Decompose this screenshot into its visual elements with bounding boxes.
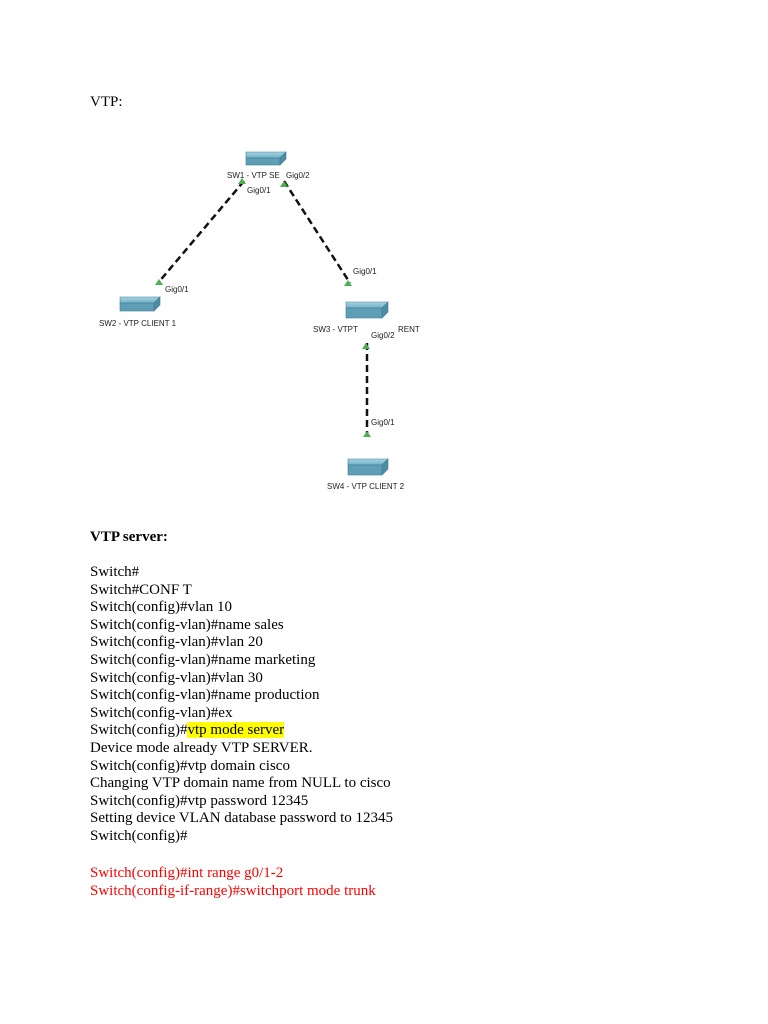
sw1-label: SW1 - VTP SE [227, 171, 280, 180]
switch-sw1-icon [245, 151, 287, 166]
sw1-port-gig01: Gig0/1 [247, 186, 271, 195]
cli-line: Switch(config-vlan)#name production [90, 687, 320, 704]
network-topology-diagram: SW1 - VTP SE Gig0/2 Gig0/1 Gig0/1 SW2 - … [99, 151, 420, 491]
sw4-port-gig01: Gig0/1 [371, 418, 395, 427]
cli-line: Switch# [90, 564, 140, 580]
highlighted-command: vtp mode server [187, 722, 285, 739]
link-up-icon [362, 343, 370, 349]
link-status-indicators [155, 178, 371, 437]
sw3-port-gig02: Gig0/2 [371, 331, 395, 340]
trunk-commands: Switch(config)#int range g0/1-2 Switch(c… [90, 865, 376, 900]
link-up-icon [363, 431, 371, 437]
sw3-port-gig01: Gig0/1 [353, 267, 377, 276]
switch-sw4-icon [347, 458, 389, 476]
cli-line: Switch(config)#vlan 10 [90, 599, 233, 616]
cli-line: Switch(config)#vtp domain cisco [90, 757, 290, 774]
cli-line: Switch(config)#vtp password 12345 [90, 792, 309, 809]
cli-line: Switch(config-vlan)#name sales [90, 616, 284, 633]
sw3-label: SW3 - VTPT [313, 325, 358, 334]
cli-output: Switch# Switch#CONF T Switch(config)#vla… [90, 564, 393, 846]
sw2-label: SW2 - VTP CLIENT 1 [99, 319, 177, 328]
sw4-label: SW4 - VTP CLIENT 2 [327, 482, 405, 491]
cli-line: Changing VTP domain name from NULL to ci… [90, 775, 391, 792]
cli-line-red: Switch(config)#int range g0/1-2 [90, 865, 284, 881]
link-sw1-sw3 [282, 180, 352, 284]
cli-line-red: Switch(config-if-range)#switchport mode … [90, 882, 376, 899]
sw1-port-gig02: Gig0/2 [286, 171, 310, 180]
cli-line: Device mode already VTP SERVER. [90, 739, 313, 756]
switch-sw3-icon [345, 301, 389, 319]
cli-line: Switch(config-vlan)#vlan 30 [90, 669, 263, 686]
cli-line: Setting device VLAN database password to… [90, 810, 393, 827]
switch-sw2-icon [119, 296, 161, 312]
section-heading: VTP server: [90, 529, 168, 545]
link-up-icon [155, 279, 163, 285]
cli-line-highlighted: Switch(config)#vtp mode server [90, 722, 393, 740]
cli-line: Switch(config-vlan)#name marketing [90, 651, 316, 668]
cli-line: Switch(config-vlan)#vlan 20 [90, 634, 263, 651]
cli-line: Switch(config-vlan)#ex [90, 704, 233, 721]
cli-line: Switch#CONF T [90, 581, 192, 598]
sw2-port-gig01: Gig0/1 [165, 285, 189, 294]
link-up-icon [280, 181, 288, 187]
sw3-label-tail: RENT [398, 325, 420, 334]
cli-line: Switch(config)# [90, 827, 188, 844]
link-up-icon [238, 178, 246, 184]
link-sw1-sw2 [157, 180, 245, 284]
cli-prompt: Switch(config)# [90, 722, 188, 739]
link-up-icon [344, 280, 352, 286]
document-title: VTP: [90, 94, 123, 110]
